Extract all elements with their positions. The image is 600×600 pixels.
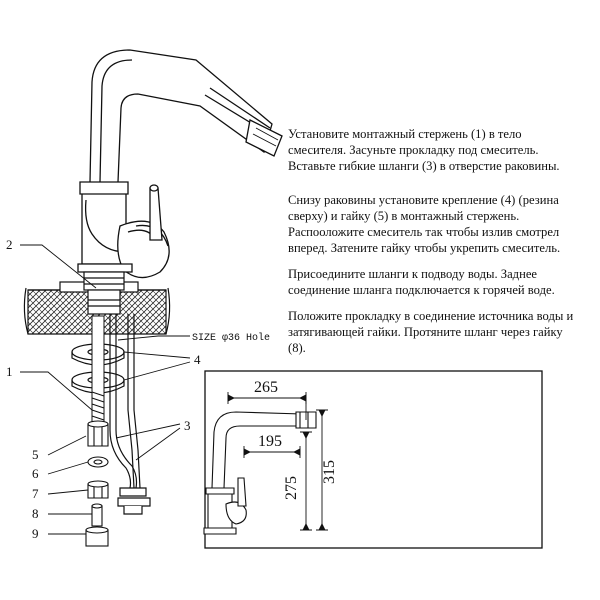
callout-1: 1: [6, 364, 13, 379]
instruction-line: Положите прокладку в соединение источник…: [288, 309, 574, 323]
mini-faucet: [203, 411, 317, 535]
instruction-step-2: Снизу раковины установите крепление (4) …: [288, 192, 594, 256]
nut-part-7: [87, 480, 109, 499]
dimension-lines: [227, 392, 328, 531]
instruction-line: Вставьте гибкие шланги (3) в отверстие р…: [288, 159, 560, 173]
dim-width-spout: 195: [258, 433, 282, 450]
instruction-line: вперед. Затените гайку чтобы укрепить см…: [288, 241, 561, 255]
flexible-hoses: [109, 314, 151, 515]
instruction-line: Установите монтажный стержень (1) в тело: [288, 127, 522, 141]
callout-9: 9: [32, 526, 39, 541]
faucet-spout: [89, 49, 283, 183]
callout-5: 5: [32, 447, 39, 462]
dim-height-spout: 275: [283, 476, 300, 500]
dimension-diagram: 265 195 275 315: [203, 370, 543, 549]
callout-leaders: [20, 244, 191, 535]
instruction-line: соединение шланга подключается к горячей…: [288, 283, 555, 297]
pipe-part-9: [85, 526, 109, 547]
callout-6: 6: [32, 466, 39, 481]
nut-part-5: [87, 420, 109, 447]
callout-3: 3: [184, 418, 191, 433]
instruction-step-4: Положите прокладку в соединение источник…: [288, 308, 594, 356]
callout-4: 4: [194, 352, 201, 367]
hole-size-label: SIZE φ36 Hole: [192, 332, 270, 344]
threaded-rod: [91, 315, 105, 427]
instruction-line: Распооложите смеситель так чтобы излив с…: [288, 225, 560, 239]
callout-2: 2: [6, 237, 13, 252]
instruction-line: Присоедините шланги к подводу воды. Задн…: [288, 267, 538, 281]
dimension-frame: [204, 370, 543, 549]
dim-height-total: 315: [321, 460, 338, 484]
instruction-line: сверху) и гайку (5) в монтажный стержень…: [288, 209, 520, 223]
callout-8: 8: [32, 506, 39, 521]
instruction-line: Снизу раковины установите крепление (4) …: [288, 193, 559, 207]
dim-width-total: 265: [254, 379, 278, 396]
instruction-line: (8).: [288, 341, 306, 355]
callout-7: 7: [32, 486, 39, 501]
instruction-step-3: Присоедините шланги к подводу воды. Задн…: [288, 266, 594, 298]
washer-part-6: [87, 456, 109, 468]
mounting-stem: [83, 271, 125, 315]
instruction-line: смесителя. Засуньте прокладку под смесит…: [288, 143, 539, 157]
instruction-step-1: Установите монтажный стержень (1) в тело…: [288, 126, 594, 174]
faucet-handle-lever: [149, 184, 163, 241]
callout-labels: 2 1 4 3 5 6 7 8 9 SIZE φ36 Hole: [6, 237, 270, 541]
pipe-part-8: [91, 503, 103, 527]
instruction-line: затягивающей гайки. Протяните шланг чере…: [288, 325, 563, 339]
